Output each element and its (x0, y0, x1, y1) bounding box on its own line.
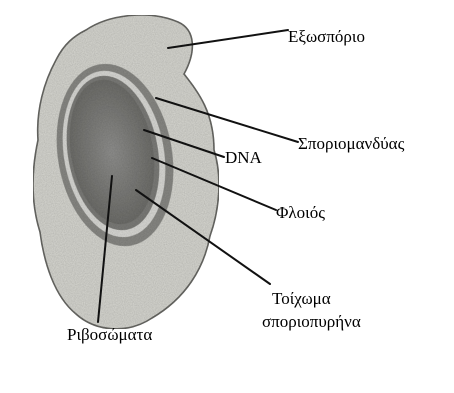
label-ribosomes: Ριβοσώματα (67, 325, 152, 344)
label-core-wall-line2: σποριοπυρήνα (262, 312, 361, 331)
label-cortex: Φλοιός (276, 203, 325, 222)
label-dna: DNA (225, 148, 263, 167)
label-spore-coat: Σποριομανδύας (298, 134, 405, 153)
label-exosporium: Εξωσπόριο (288, 27, 365, 46)
label-core-wall-line1: Τοίχωμα (272, 289, 331, 308)
